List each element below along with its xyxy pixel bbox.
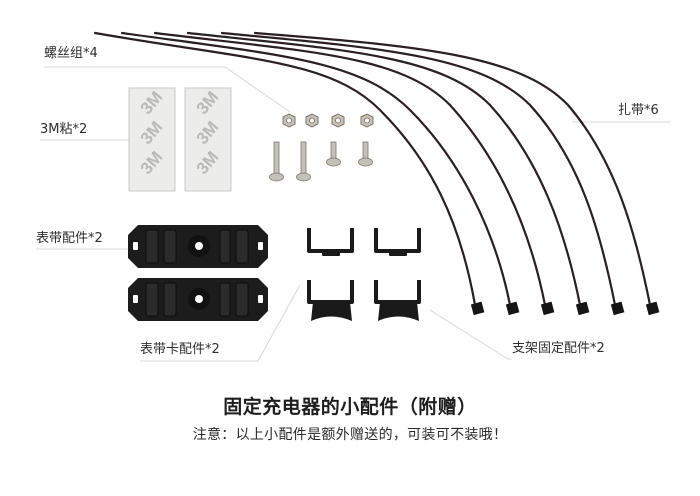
bracket-clip-1 <box>307 228 354 253</box>
strap-part-1 <box>128 225 268 268</box>
nuts <box>282 113 374 128</box>
label-strap-parts: 表带配件*2 <box>36 231 103 246</box>
bracket-bases <box>311 251 419 321</box>
cable-tie-3 <box>153 31 547 307</box>
screw-3-head <box>326 157 341 167</box>
label-strap-clip-parts: 表带卡配件*2 <box>140 342 220 357</box>
adhesive-pads: 3M 3M 3M 3M 3M 3M <box>128 87 232 192</box>
adhesive-pad-1: 3M 3M 3M <box>128 87 176 192</box>
leader-line-bracket <box>429 309 512 360</box>
screw-4-shaft <box>362 141 369 161</box>
leader-line-screws <box>44 66 291 113</box>
cable-tie-6 <box>253 31 652 307</box>
screw-1-shaft <box>273 141 280 175</box>
footer-title: 固定充电器的小配件（附赠） <box>223 396 477 418</box>
label-cable-ties: 扎带*6 <box>618 103 659 118</box>
screws <box>269 141 373 182</box>
screw-2-head <box>296 172 311 182</box>
bracket-clip-2 <box>374 228 421 253</box>
footer-note: 注意：以上小配件是额外赠送的，可装可不装哦！ <box>192 427 508 443</box>
cable-tie-heads <box>470 301 660 316</box>
label-adhesive: 3M粘*2 <box>40 122 88 137</box>
bracket-clips <box>307 228 421 304</box>
screw-2-shaft <box>300 141 307 175</box>
screw-1-head <box>269 172 284 182</box>
leader-lines <box>36 66 670 362</box>
leader-line-strap-clip <box>140 284 301 362</box>
screw-3-shaft <box>330 141 337 161</box>
bracket-clip-4 <box>374 280 421 304</box>
screw-4-head <box>358 157 373 167</box>
cable-ties <box>93 31 652 307</box>
label-bracket-parts: 支架固定配件*2 <box>512 341 605 356</box>
cable-tie-2 <box>120 31 512 307</box>
cable-tie-5 <box>220 31 617 307</box>
strap-part-2 <box>128 278 268 321</box>
bracket-clip-3 <box>307 280 354 304</box>
label-screws: 螺丝组*4 <box>44 46 98 61</box>
adhesive-pad-2: 3M 3M 3M <box>184 87 232 192</box>
cable-tie-4 <box>186 31 582 307</box>
cable-tie-1 <box>93 31 477 307</box>
